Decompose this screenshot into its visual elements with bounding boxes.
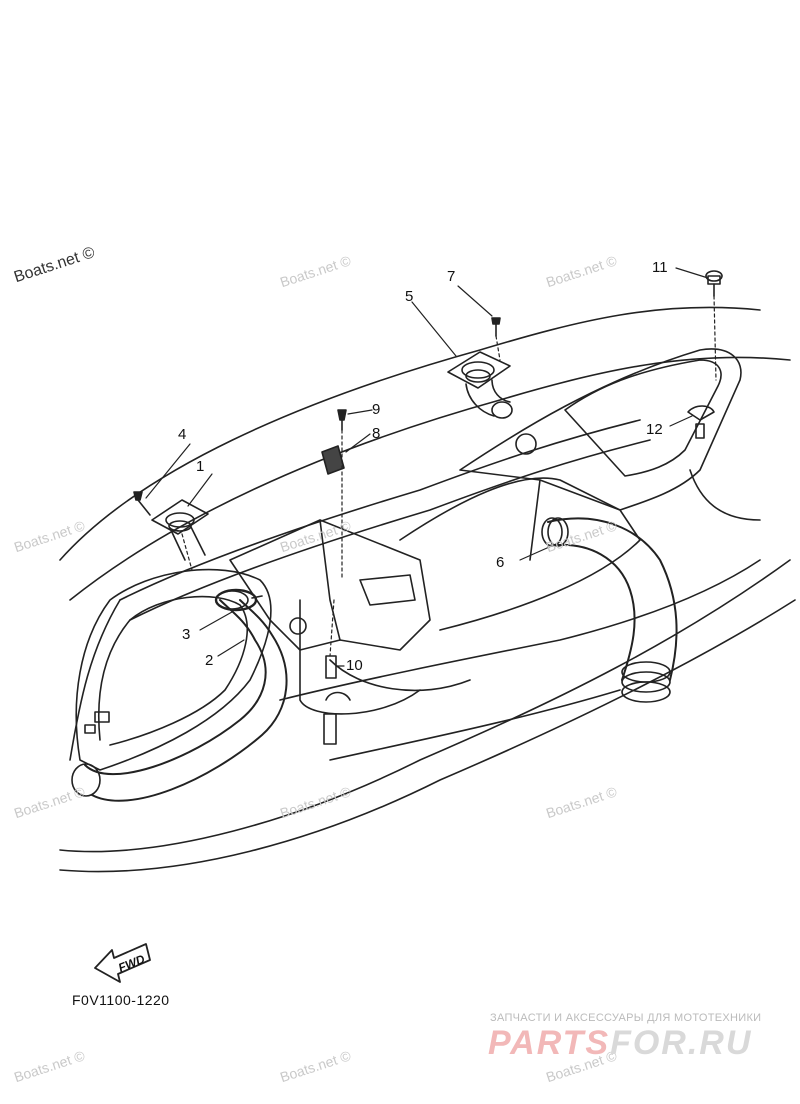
fitting-1-part bbox=[151, 499, 209, 561]
footer-subtitle: ЗАПЧАСТИ И АКСЕССУАРЫ ДЛЯ МОТОТЕХНИКИ bbox=[490, 1012, 762, 1024]
leader-lines bbox=[145, 267, 717, 667]
rivet-11-part bbox=[705, 270, 723, 297]
hull-outline bbox=[59, 306, 796, 873]
callout-3: 3 bbox=[182, 626, 191, 643]
clamp-3-part bbox=[214, 588, 263, 612]
rear-deck bbox=[399, 348, 761, 631]
footer-logo-part1: PARTS bbox=[488, 1024, 611, 1062]
cap-8-part bbox=[321, 445, 345, 475]
footer-logo-part2: FOR.RU bbox=[610, 1024, 753, 1062]
callout-9: 9 bbox=[372, 401, 381, 418]
figure-code: F0V1100-1220 bbox=[72, 992, 170, 1008]
fwd-arrow bbox=[94, 943, 151, 983]
callout-11: 11 bbox=[652, 259, 668, 276]
callout-12: 12 bbox=[646, 421, 663, 438]
plug-10-part bbox=[323, 655, 351, 745]
callout-10: 10 bbox=[346, 657, 363, 674]
screw-4-part bbox=[133, 491, 151, 516]
callout-7: 7 bbox=[447, 268, 456, 285]
hose-6-part bbox=[541, 517, 678, 703]
callout-8: 8 bbox=[372, 425, 381, 442]
callout-5: 5 bbox=[405, 288, 414, 305]
center-frame bbox=[229, 519, 471, 715]
clip-12-part bbox=[687, 405, 715, 439]
front-opening bbox=[75, 568, 272, 771]
screw-7-part bbox=[491, 317, 501, 337]
callout-4: 4 bbox=[178, 426, 187, 443]
footer-logo: PARTSFOR.RU bbox=[488, 1024, 752, 1063]
fitting-5-part bbox=[447, 351, 513, 419]
callout-6: 6 bbox=[496, 554, 505, 571]
callout-1: 1 bbox=[196, 458, 205, 475]
rivet-9-part bbox=[337, 409, 347, 431]
deck-rails bbox=[119, 419, 761, 761]
callout-2: 2 bbox=[205, 652, 214, 669]
